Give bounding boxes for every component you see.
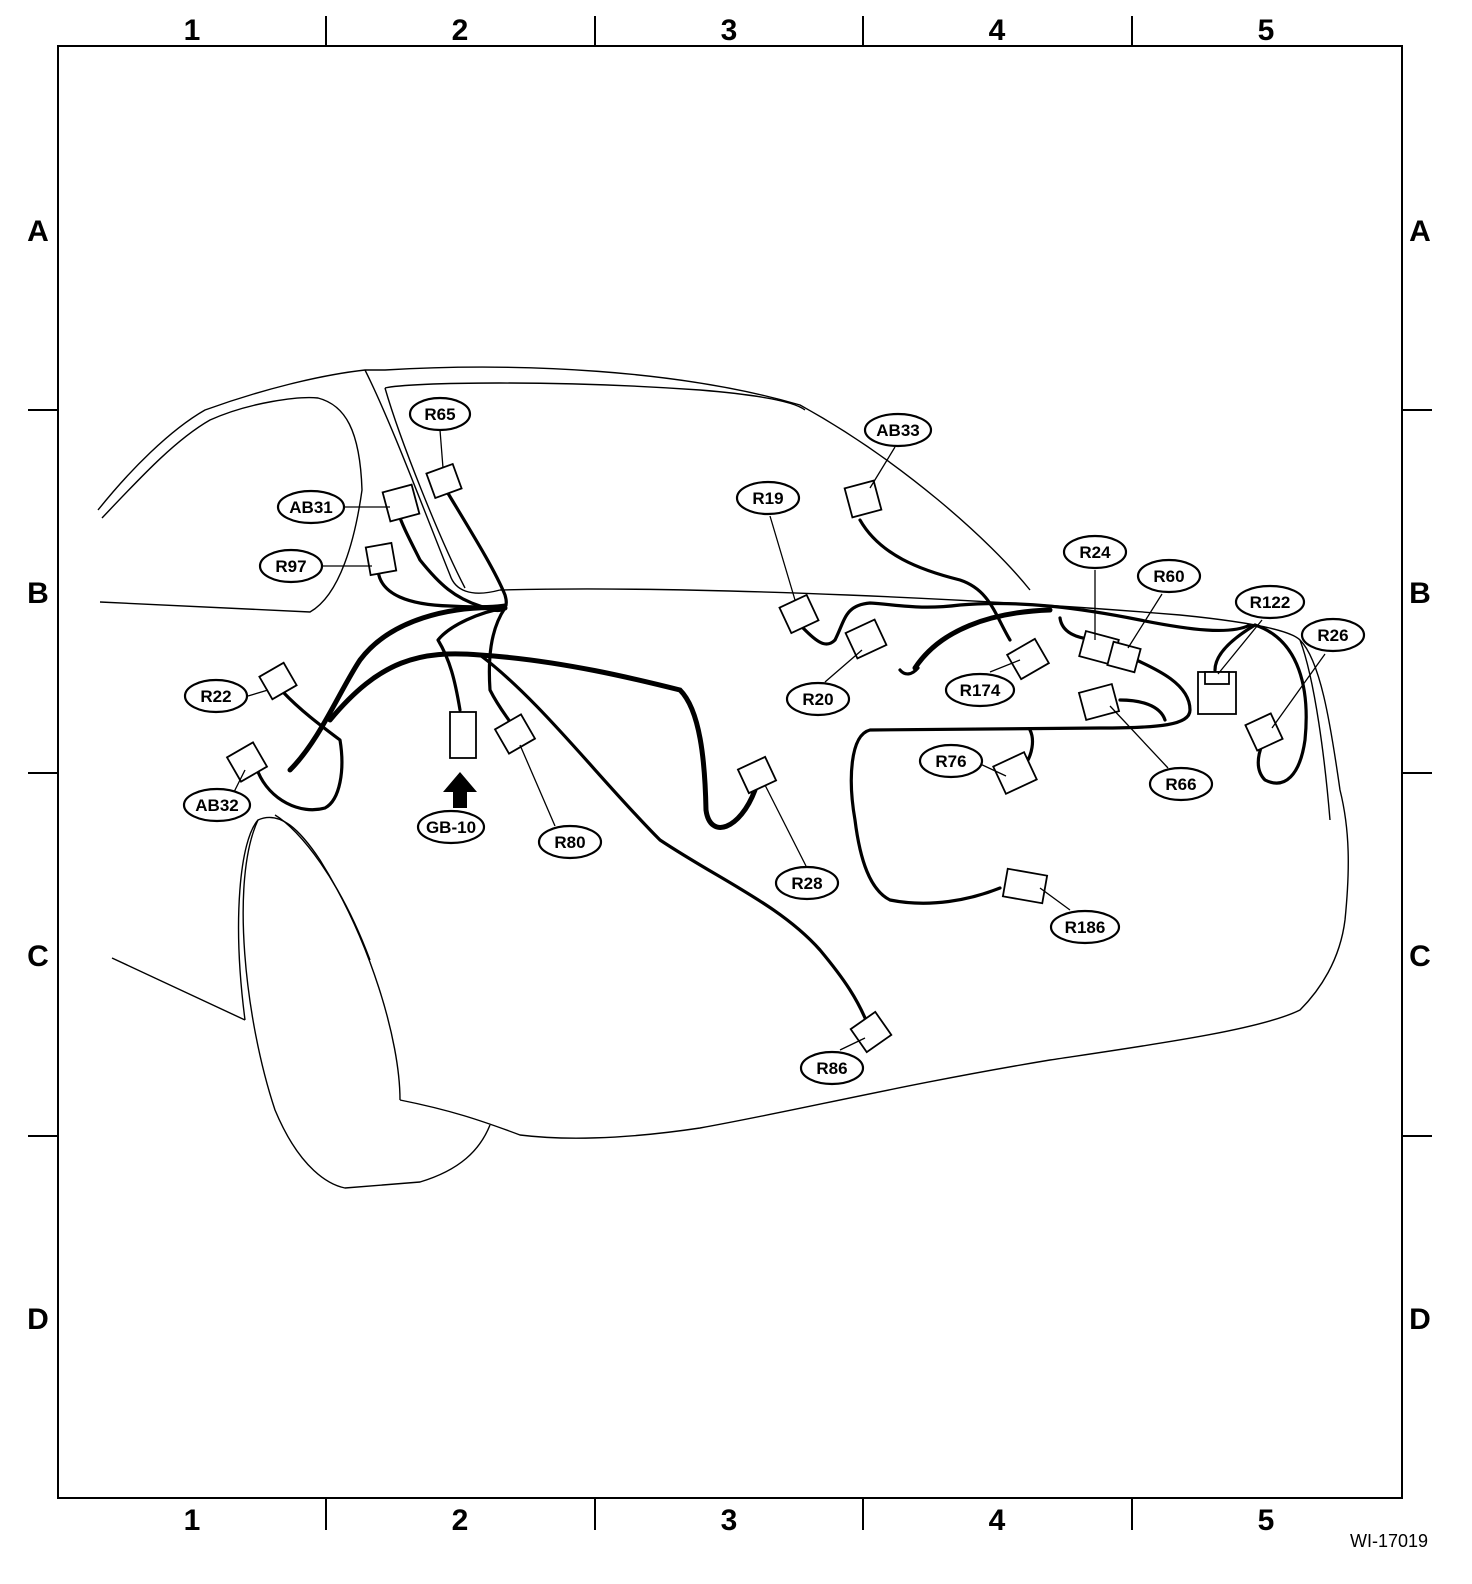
connector-label-r174: R174 [944,672,1016,708]
connector-body-r174 [1005,637,1051,681]
connector-label-r122: R122 [1234,584,1306,620]
connector-label-text-ab32: AB32 [195,796,238,815]
connector-body-r76 [992,751,1038,795]
column-label-bottom-5: 5 [1258,1504,1275,1537]
connector-label-text-r28: R28 [791,874,822,893]
row-label-right-a: A [1409,215,1431,248]
connector-label-text-r97: R97 [275,557,306,576]
figure-id: WI-17019 [1350,1531,1428,1551]
connector-body-r28 [736,755,778,795]
row-label-left-b: B [27,577,49,610]
connector-body-r122 [1197,671,1237,715]
row-label-right-c: C [1409,940,1431,973]
connector-label-r76: R76 [918,743,984,779]
connector-label-r97: R97 [258,548,324,584]
connector-label-text-ab33: AB33 [876,421,919,440]
column-label-top-3: 3 [721,14,738,47]
connector-label-text-r80: R80 [554,833,585,852]
connector-label-r65: R65 [408,396,472,432]
connector-label-text-ab31: AB31 [289,498,332,517]
connector-label-ab32: AB32 [182,787,252,823]
column-label-bottom-2: 2 [452,1504,469,1537]
connector-label-r66: R66 [1148,766,1214,802]
connector-body-r20 [844,618,888,660]
column-label-top-5: 5 [1258,14,1275,47]
connector-body-r86 [849,1010,893,1054]
connector-label-text-r186: R186 [1065,918,1106,937]
connector-label-r60: R60 [1136,558,1202,594]
connector-label-text-r19: R19 [752,489,783,508]
connector-body-r22 [258,661,298,701]
connector-body-r26 [1244,712,1284,752]
vehicle-outline [97,366,1349,1189]
connector-label-text-r122: R122 [1250,593,1291,612]
connector-body-r60 [1106,640,1142,674]
row-ticks [28,409,1432,1137]
row-label-right-d: D [1409,1303,1431,1336]
connector-label-text-gb10: GB-10 [426,818,476,837]
connector-bodies [225,462,1284,1054]
ground-arrow-icon [443,772,477,808]
connector-body-gb10 [449,711,477,759]
row-label-left-c: C [27,940,49,973]
wire-harness [256,488,1308,1027]
connector-label-text-r24: R24 [1079,543,1111,562]
connector-body-ab33 [843,479,883,519]
connector-body-ab31 [381,483,421,523]
column-label-top-1: 1 [184,14,201,47]
connector-body-r65 [425,462,463,500]
connector-label-text-r86: R86 [816,1059,847,1078]
column-ticks [325,16,1133,1530]
connector-label-gb10: GB-10 [416,809,486,845]
row-label-left-d: D [27,1303,49,1336]
connector-label-text-r174: R174 [960,681,1001,700]
connector-label-r28: R28 [774,865,840,901]
connector-label-ab31: AB31 [276,489,346,525]
connector-label-text-r76: R76 [935,752,966,771]
connector-label-r80: R80 [537,824,603,860]
connector-label-text-r66: R66 [1165,775,1196,794]
column-label-top-4: 4 [989,14,1006,47]
connector-label-ab33: AB33 [863,412,933,448]
connector-label-text-r65: R65 [424,405,455,424]
connector-label-text-r22: R22 [200,687,231,706]
connector-label-text-r60: R60 [1153,567,1184,586]
connector-body-ab32 [225,741,269,783]
connector-label-r19: R19 [735,480,801,516]
connector-body-r19 [778,593,820,635]
connector-body-r186 [1001,867,1049,905]
connector-label-r26: R26 [1300,617,1366,653]
connector-body-r66 [1077,682,1121,722]
connector-label-text-r20: R20 [802,690,833,709]
column-label-top-2: 2 [452,14,469,47]
connector-label-r186: R186 [1049,909,1121,945]
column-label-bottom-4: 4 [989,1504,1006,1537]
row-label-left-a: A [27,215,49,248]
column-label-bottom-3: 3 [721,1504,738,1537]
connector-label-r20: R20 [785,681,851,717]
row-label-right-b: B [1409,577,1431,610]
connector-label-r86: R86 [799,1050,865,1086]
leader-lines [229,429,1326,1051]
connector-label-text-r26: R26 [1317,626,1348,645]
connector-label-r24: R24 [1062,534,1128,570]
connector-label-r22: R22 [183,678,249,714]
column-label-bottom-1: 1 [184,1504,201,1537]
connector-body-r97 [364,541,398,577]
connector-body-r80 [493,713,537,755]
